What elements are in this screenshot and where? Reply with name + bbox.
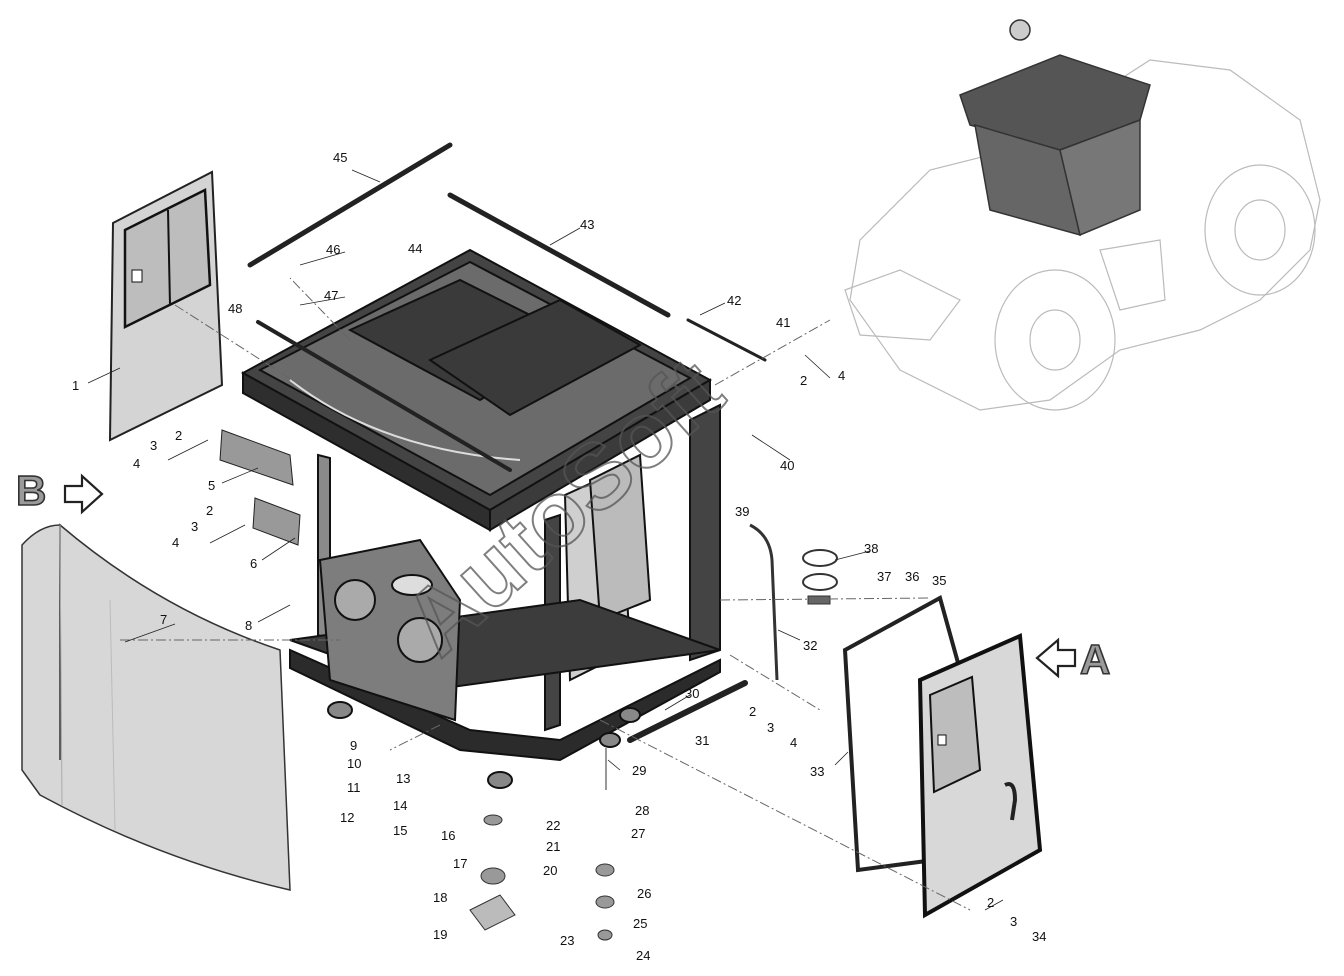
- callout-45: 45: [333, 150, 347, 165]
- callout-18: 18: [433, 890, 447, 905]
- callout-12: 12: [340, 810, 354, 825]
- callout-3-d: 3: [1010, 914, 1017, 929]
- rear-glass-panel: [21, 523, 291, 891]
- callout-10: 10: [347, 756, 361, 771]
- callout-15: 15: [393, 823, 407, 838]
- callout-19: 19: [433, 927, 447, 942]
- right-door: [842, 595, 1043, 919]
- tractor-overview-illustration: [844, 19, 1321, 411]
- callout-35: 35: [932, 573, 946, 588]
- leader-lines: [87, 169, 1004, 911]
- callout-6: 6: [250, 556, 257, 571]
- seal-rails: [247, 142, 767, 743]
- callout-2-d: 2: [987, 895, 994, 910]
- callout-46: 46: [326, 242, 340, 257]
- cab-frame: [240, 248, 721, 789]
- view-a-arrow-icon: [1035, 637, 1077, 679]
- callout-11: 11: [347, 780, 361, 795]
- callout-3: 3: [150, 438, 157, 453]
- callout-28: 28: [635, 803, 649, 818]
- explosion-lines: [120, 277, 971, 911]
- callout-26: 26: [637, 886, 651, 901]
- callout-24: 24: [636, 948, 650, 963]
- callout-30: 30: [685, 686, 699, 701]
- callout-33: 33: [810, 764, 824, 779]
- callout-27: 27: [631, 826, 645, 841]
- view-marker-a: A: [1035, 635, 1111, 684]
- callout-37: 37: [877, 569, 891, 584]
- callout-29: 29: [632, 763, 646, 778]
- callout-4-b: 4: [172, 535, 179, 550]
- callout-44: 44: [408, 241, 422, 256]
- callout-14: 14: [393, 798, 407, 813]
- callout-13: 13: [396, 771, 410, 786]
- view-b-letter: B: [16, 467, 46, 514]
- callout-16: 16: [441, 828, 455, 843]
- callout-21: 21: [546, 839, 560, 854]
- callout-7: 7: [160, 612, 167, 627]
- callout-22: 22: [546, 818, 560, 833]
- callout-41: 41: [776, 315, 790, 330]
- callout-25: 25: [633, 916, 647, 931]
- callout-2-b: 2: [206, 503, 213, 518]
- callout-32: 32: [803, 638, 817, 653]
- callout-43: 43: [580, 217, 594, 232]
- callout-48: 48: [228, 301, 242, 316]
- callout-17: 17: [453, 856, 467, 871]
- callout-4-e: 4: [838, 368, 845, 383]
- plates: [219, 429, 301, 546]
- callout-42: 42: [727, 293, 741, 308]
- callout-34: 34: [1032, 929, 1046, 944]
- view-b-arrow-icon: [63, 473, 104, 515]
- callout-8: 8: [245, 618, 252, 633]
- callout-9: 9: [350, 738, 357, 753]
- callout-2-c: 2: [749, 704, 756, 719]
- callout-23: 23: [560, 933, 574, 948]
- callout-2: 2: [175, 428, 182, 443]
- callout-3-b: 3: [191, 519, 198, 534]
- view-marker-b: B: [15, 466, 104, 515]
- callout-40: 40: [780, 458, 794, 473]
- callout-38: 38: [864, 541, 878, 556]
- view-a-letter: A: [1080, 636, 1110, 683]
- grab-handle: [749, 523, 838, 681]
- left-door: [108, 170, 224, 442]
- callout-2-e: 2: [800, 373, 807, 388]
- callout-39: 39: [735, 504, 749, 519]
- callout-20: 20: [543, 863, 557, 878]
- callout-36: 36: [905, 569, 919, 584]
- callout-1: 1: [72, 378, 79, 393]
- callout-5: 5: [208, 478, 215, 493]
- callout-47: 47: [324, 288, 338, 303]
- callout-3-c: 3: [767, 720, 774, 735]
- callout-31: 31: [695, 733, 709, 748]
- mount-hardware: [469, 748, 615, 941]
- callout-4-c: 4: [790, 735, 797, 750]
- callout-labels: 1 2 3 4 5 6 7 8 9 10 11 12 13 14 15 16 1…: [72, 150, 1046, 963]
- callout-4: 4: [133, 456, 140, 471]
